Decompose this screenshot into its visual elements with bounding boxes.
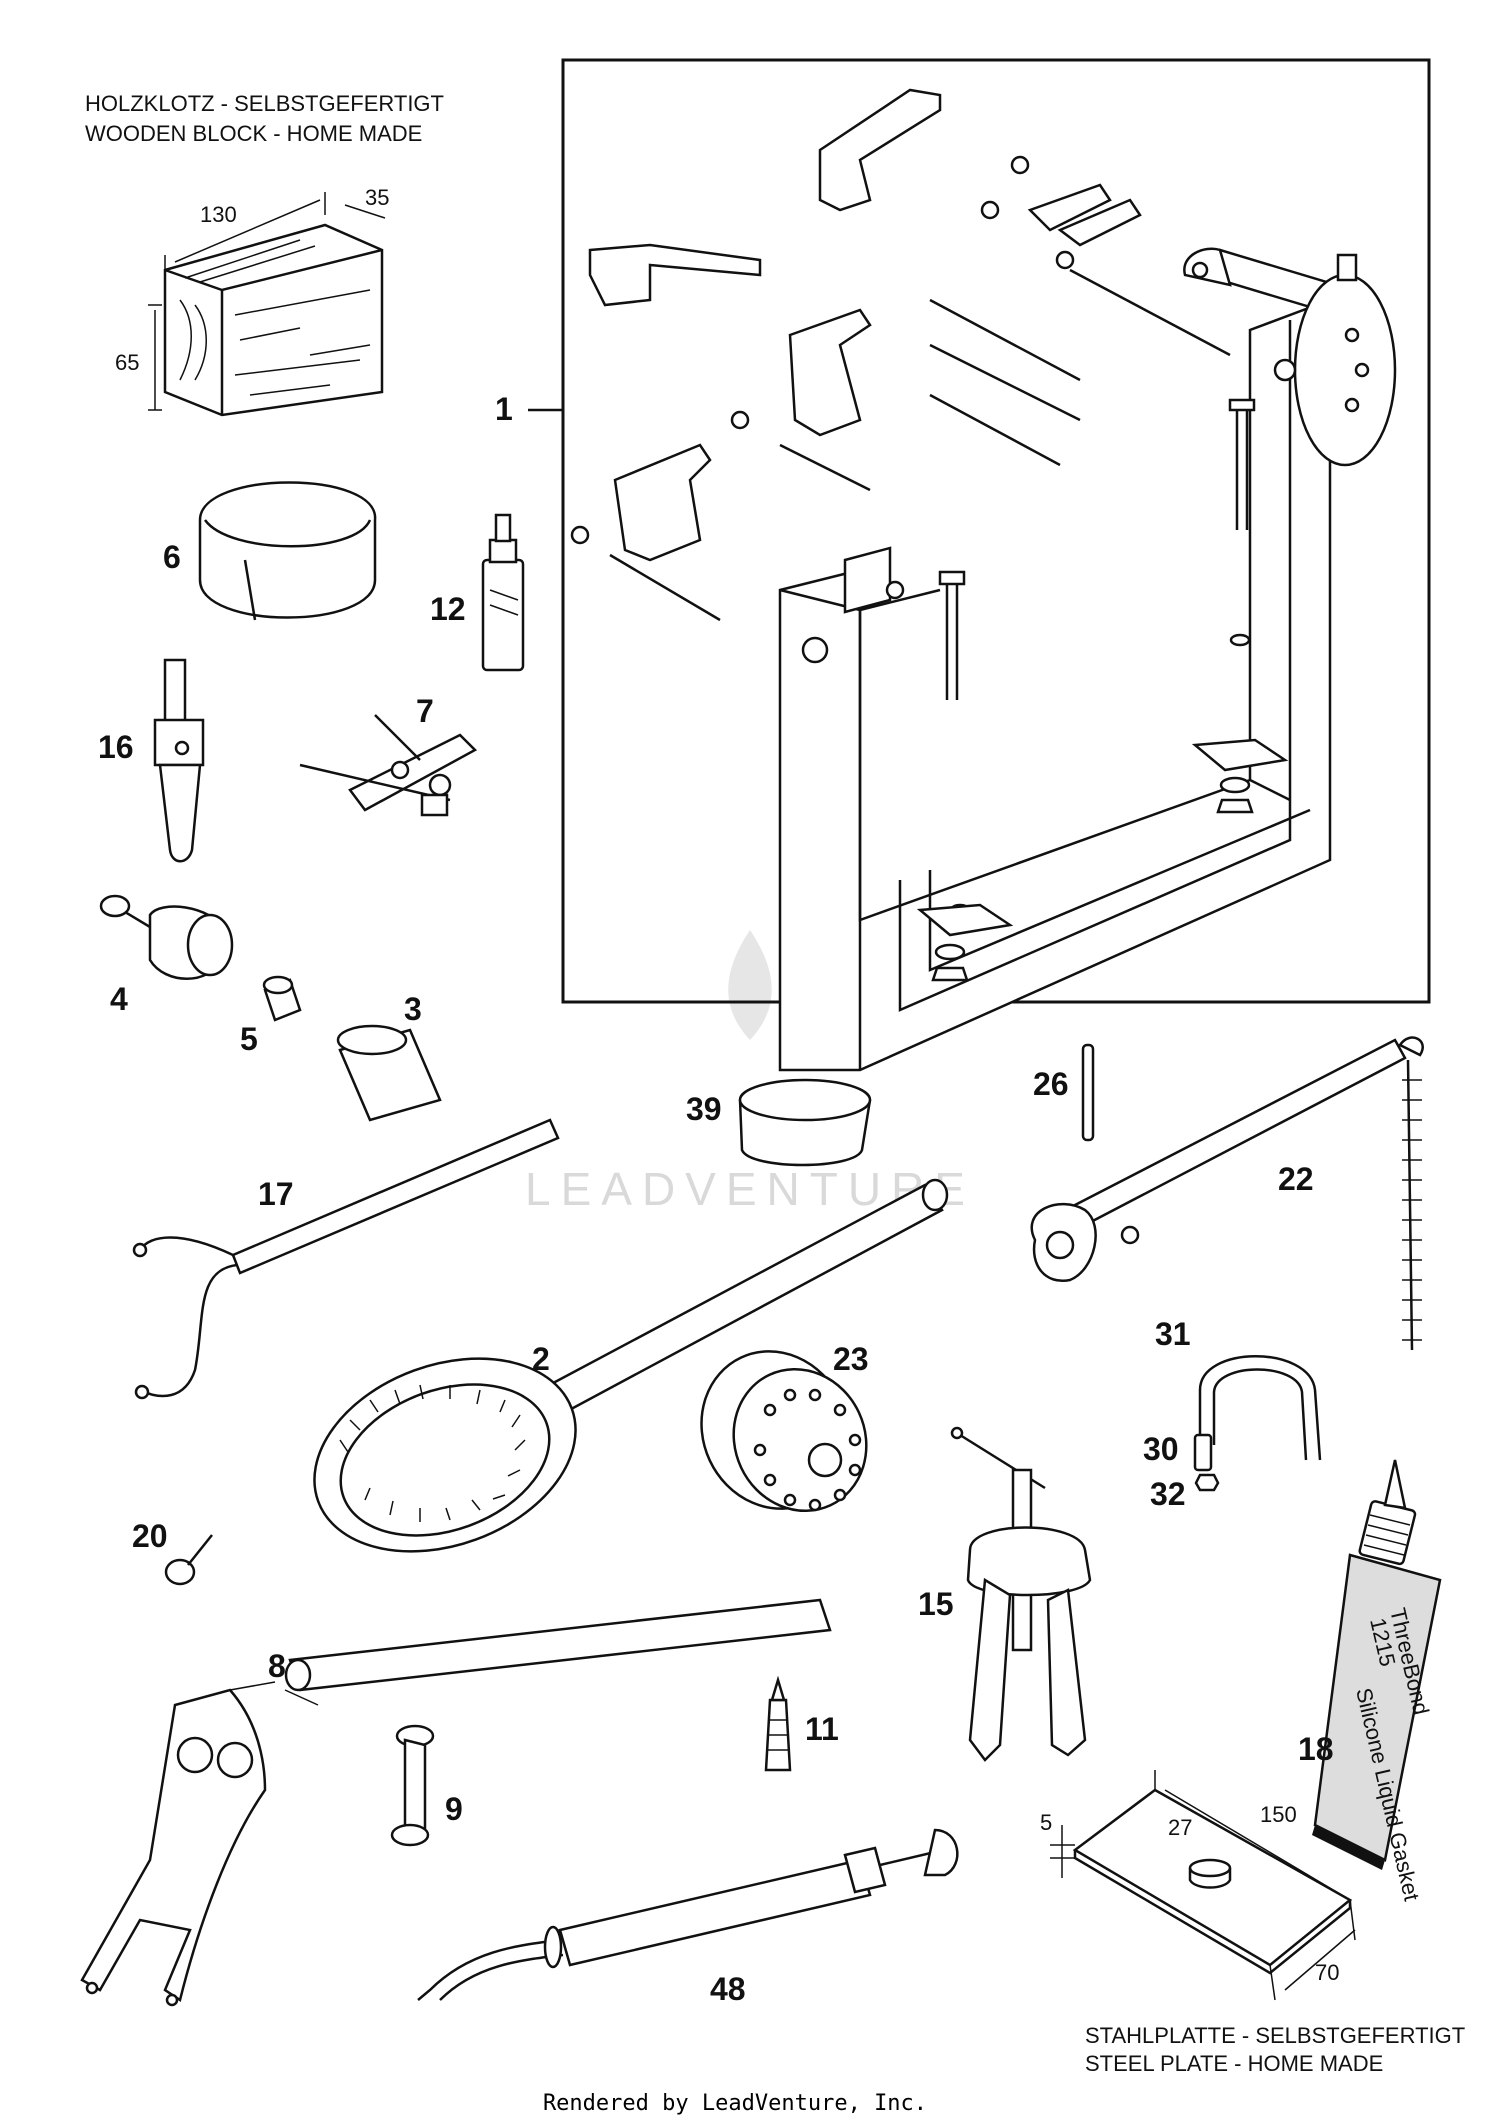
engine-stand	[570, 88, 1397, 1072]
item-48-grease-gun	[417, 1828, 959, 2001]
callout-31: 31	[1155, 1316, 1191, 1352]
item-32-nut	[1194, 1473, 1220, 1492]
callout-6: 6	[163, 539, 181, 575]
item-9-offset-tool	[390, 1724, 435, 1847]
callout-18: 18	[1298, 1731, 1334, 1767]
callout-30: 30	[1143, 1431, 1179, 1467]
item-12-bottle	[481, 513, 525, 672]
item-26-pin	[1081, 1043, 1095, 1142]
wooden-block: 130 35 65	[115, 185, 389, 417]
item-4-cup	[99, 894, 234, 980]
item-5-sleeve	[262, 975, 302, 1022]
callout-7: 7	[416, 693, 434, 729]
plate-width-dim: 70	[1315, 1960, 1339, 1985]
item-2-clutch-holder	[313, 1178, 949, 1553]
callout-48: 48	[710, 1971, 746, 2007]
steel-plate-note-de: STAHLPLATTE - SELBSTGEFERTIGT	[1085, 2023, 1466, 2048]
item-8-locator	[80, 1598, 832, 2007]
callout-20: 20	[132, 1518, 168, 1554]
callout-12: 12	[430, 591, 466, 627]
callout-1: 1	[495, 391, 513, 427]
callout-4: 4	[110, 981, 128, 1017]
callout-2: 2	[532, 1341, 550, 1377]
item-39-filter-cup	[738, 1078, 872, 1167]
item-3-sleeve	[336, 1024, 442, 1122]
plate-length-dim: 150	[1260, 1802, 1297, 1827]
item-18-tube: ThreeBond 1215 Silicone Liquid Gasket	[1312, 1459, 1442, 1903]
wooden-block-note-en: WOODEN BLOCK - HOME MADE	[85, 121, 423, 146]
item-7-puller-plate	[299, 714, 478, 817]
callout-22: 22	[1278, 1161, 1314, 1197]
item-11-bottle	[764, 1675, 792, 1772]
block-length-dim: 130	[200, 202, 237, 227]
item-17-fork	[132, 1118, 560, 1400]
callout-9: 9	[445, 1791, 463, 1827]
item-16-puller	[153, 658, 205, 863]
footer-credit: Rendered by LeadVenture, Inc.	[543, 2091, 927, 2116]
item-15-gear-puller	[950, 1426, 1092, 1762]
callout-16: 16	[98, 729, 134, 765]
callout-32: 32	[1150, 1476, 1186, 1512]
callout-17: 17	[258, 1176, 294, 1212]
plate-thickness-dim: 5	[1040, 1810, 1052, 1835]
steel-plate-note-en: STEEL PLATE - HOME MADE	[1085, 2051, 1384, 2076]
item-22-chain-wrench	[1030, 1036, 1424, 1351]
item-23-rotor	[700, 1350, 868, 1513]
watermark-flame-icon	[728, 930, 772, 1040]
callout-39: 39	[686, 1091, 722, 1127]
plate-hole-dim: 27	[1168, 1815, 1192, 1840]
wooden-block-note-de: HOLZKLOTZ - SELBSTGEFERTIGT	[85, 91, 444, 116]
callout-8: 8	[268, 1648, 286, 1684]
callout-26: 26	[1033, 1066, 1069, 1102]
callout-11: 11	[805, 1711, 839, 1747]
steel-plate: 5 27 150 70	[1040, 1770, 1356, 2001]
callout-3: 3	[404, 991, 422, 1027]
item-31-hose	[1198, 1355, 1322, 1461]
item-6-ring	[198, 481, 377, 621]
callout-5: 5	[240, 1021, 258, 1057]
item-30-nipple	[1193, 1433, 1213, 1472]
callout-15: 15	[918, 1586, 954, 1622]
item-20-screw	[164, 1534, 213, 1586]
callout-23: 23	[833, 1341, 869, 1377]
block-depth-dim: 35	[365, 185, 389, 210]
block-height-dim: 65	[115, 350, 139, 375]
